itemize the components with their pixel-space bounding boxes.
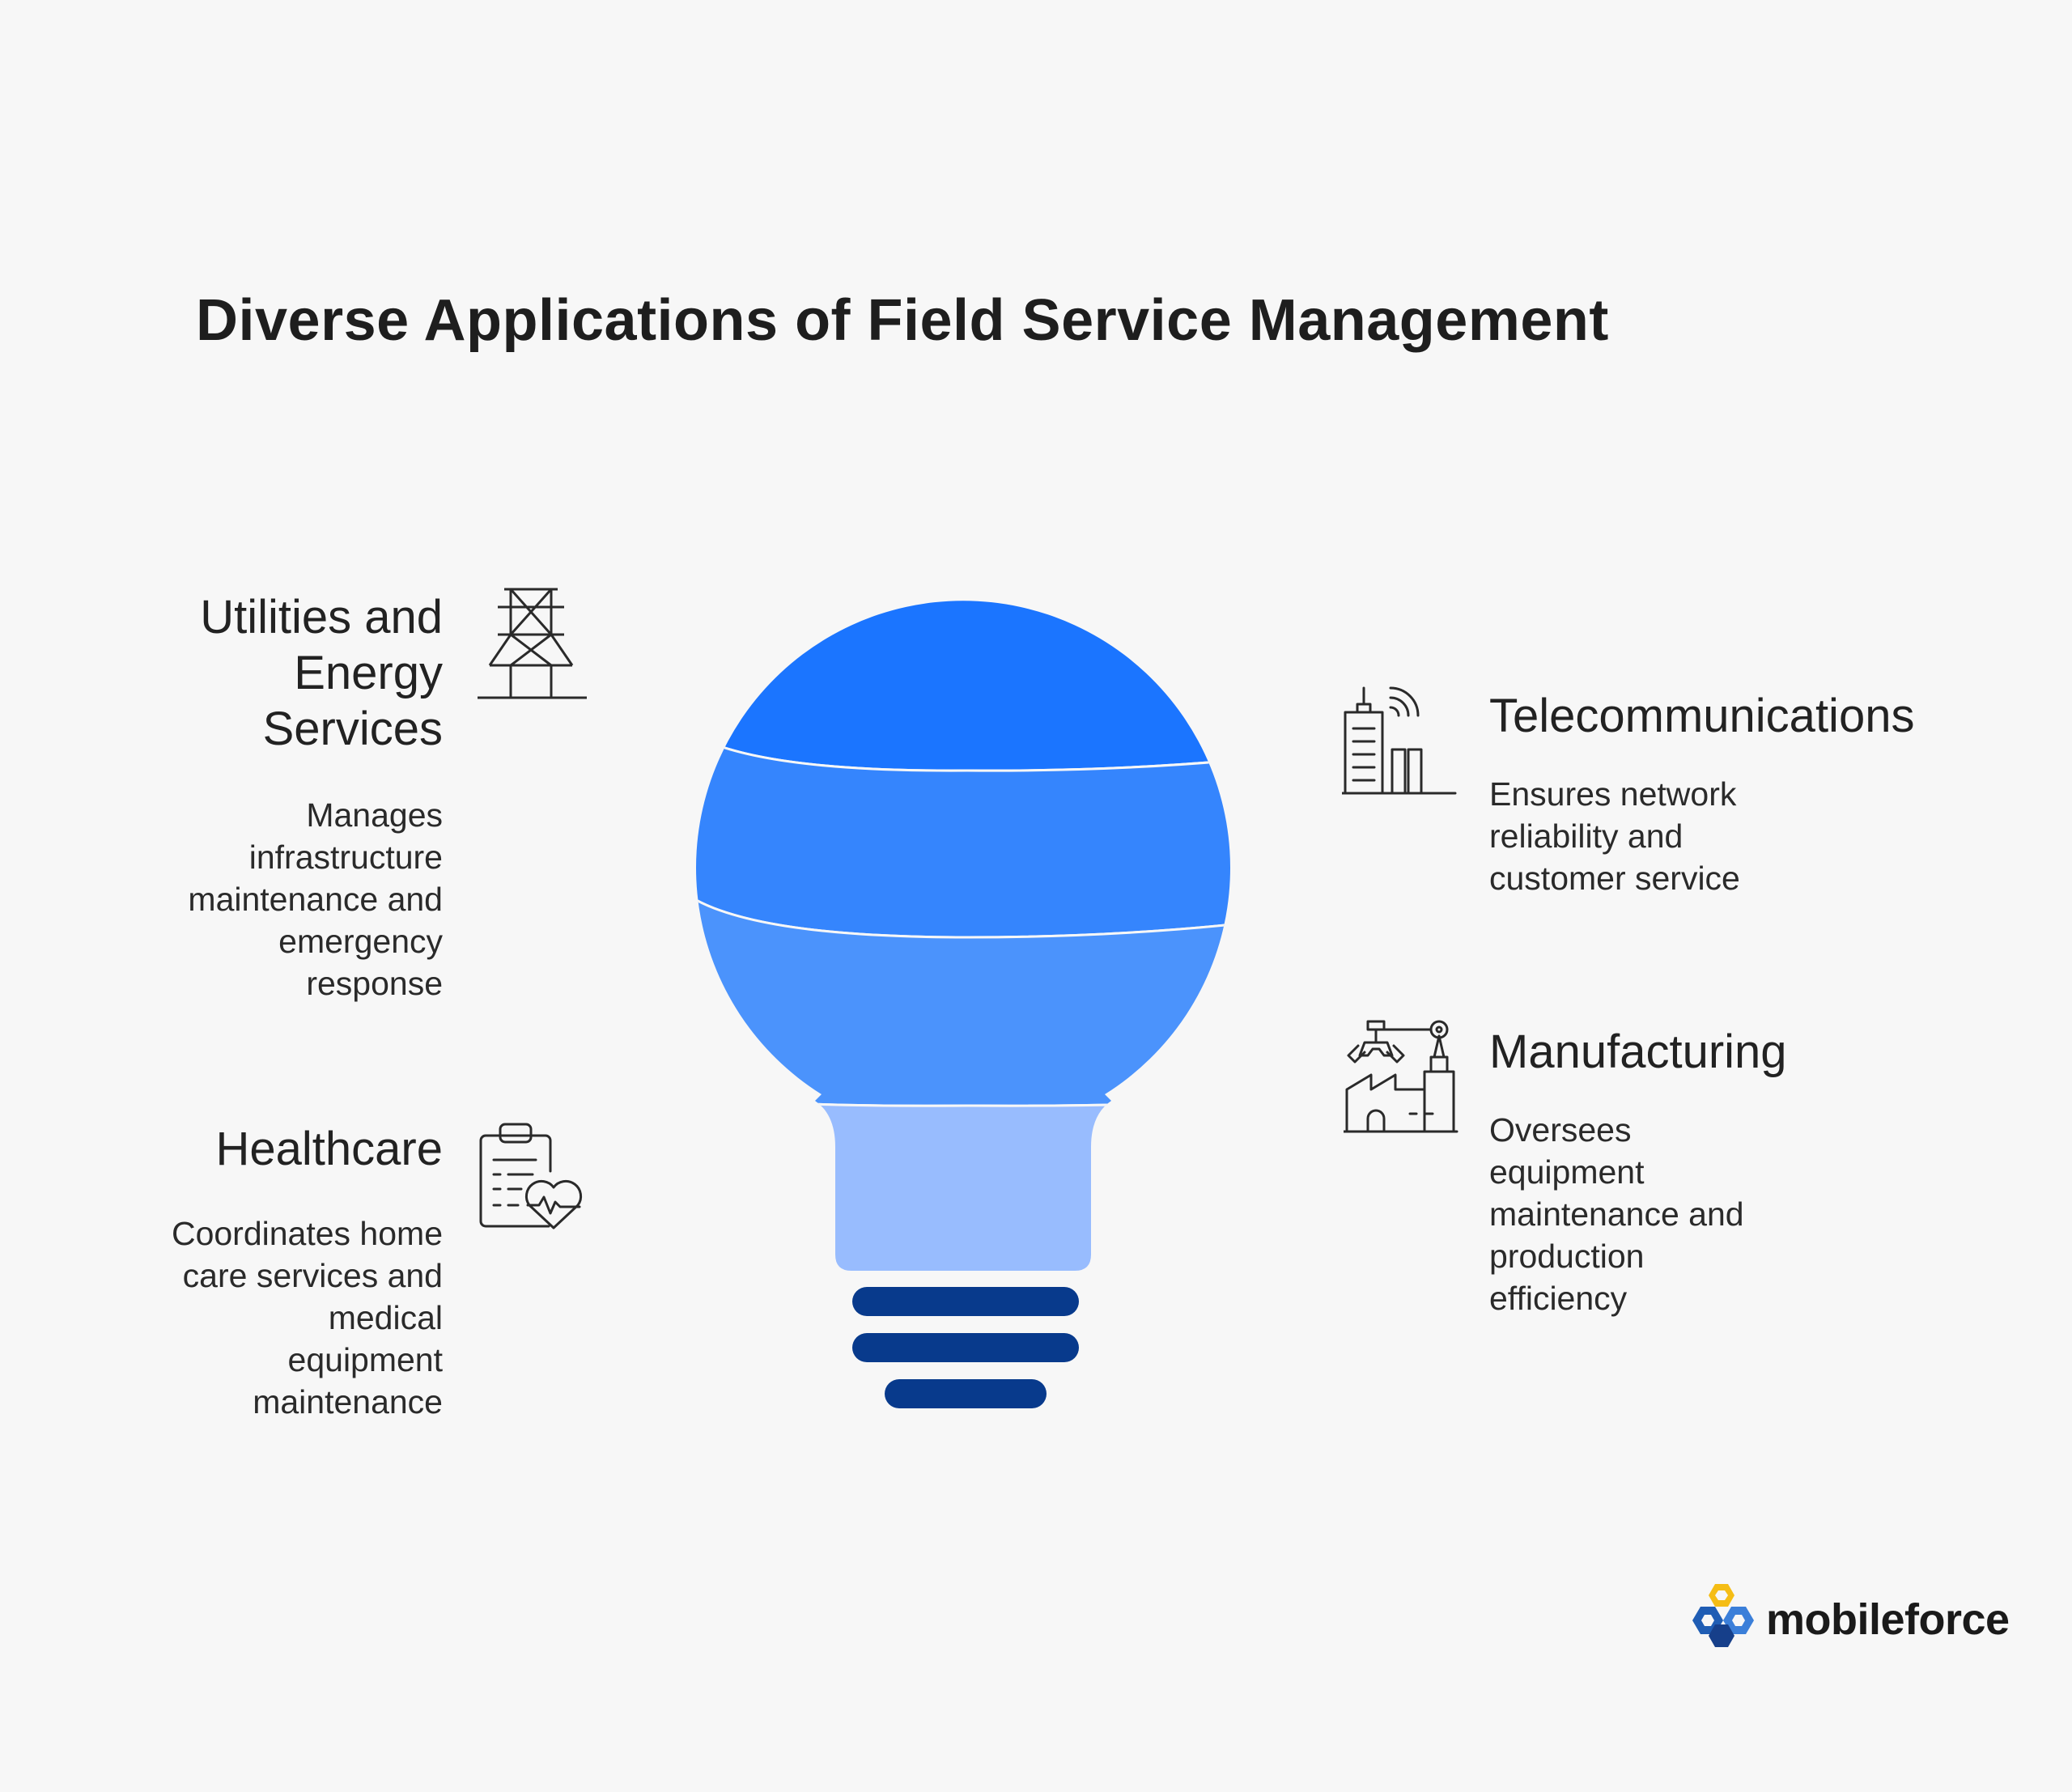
bulb-base-ring-2 [852, 1333, 1079, 1362]
telecom-block: Telecommunications Ensures network relia… [1489, 688, 2007, 899]
lightbulb-diagram [696, 601, 1230, 1408]
factory-robot-arm-icon [1344, 1020, 1458, 1133]
telecom-description: Ensures network reliability and customer… [1489, 775, 1740, 897]
bulb-base-ring-3 [885, 1379, 1047, 1408]
bulb-base-ring-1 [852, 1287, 1079, 1316]
telecom-heading: Telecommunications [1489, 690, 1915, 742]
utilities-heading: Utilities and Energy Services [200, 591, 443, 755]
healthcare-heading: Healthcare [215, 1123, 443, 1175]
mobileforce-logo-icon [1692, 1584, 1754, 1647]
clipboard-heart-icon [479, 1123, 583, 1229]
transmission-tower-icon [478, 588, 587, 699]
logo-wordmark: mobileforce [1766, 1595, 2010, 1644]
bulb-segment-1 [696, 601, 1230, 772]
manufacturing-block: Manufacturing Oversees equipment mainten… [1489, 1024, 2007, 1319]
manufacturing-heading: Manufacturing [1489, 1026, 1787, 1078]
signal-building-icon [1342, 686, 1457, 795]
page-title: Diverse Applications of Field Service Ma… [196, 288, 1609, 353]
utilities-description: Manages infrastructure maintenance and e… [188, 796, 443, 1002]
utilities-block: Utilities and Energy Services Manages in… [22, 589, 443, 1004]
healthcare-description: Coordinates home care services and medic… [171, 1215, 443, 1420]
manufacturing-description: Oversees equipment maintenance and produ… [1489, 1111, 1744, 1317]
healthcare-block: Healthcare Coordinates home care service… [22, 1121, 443, 1423]
